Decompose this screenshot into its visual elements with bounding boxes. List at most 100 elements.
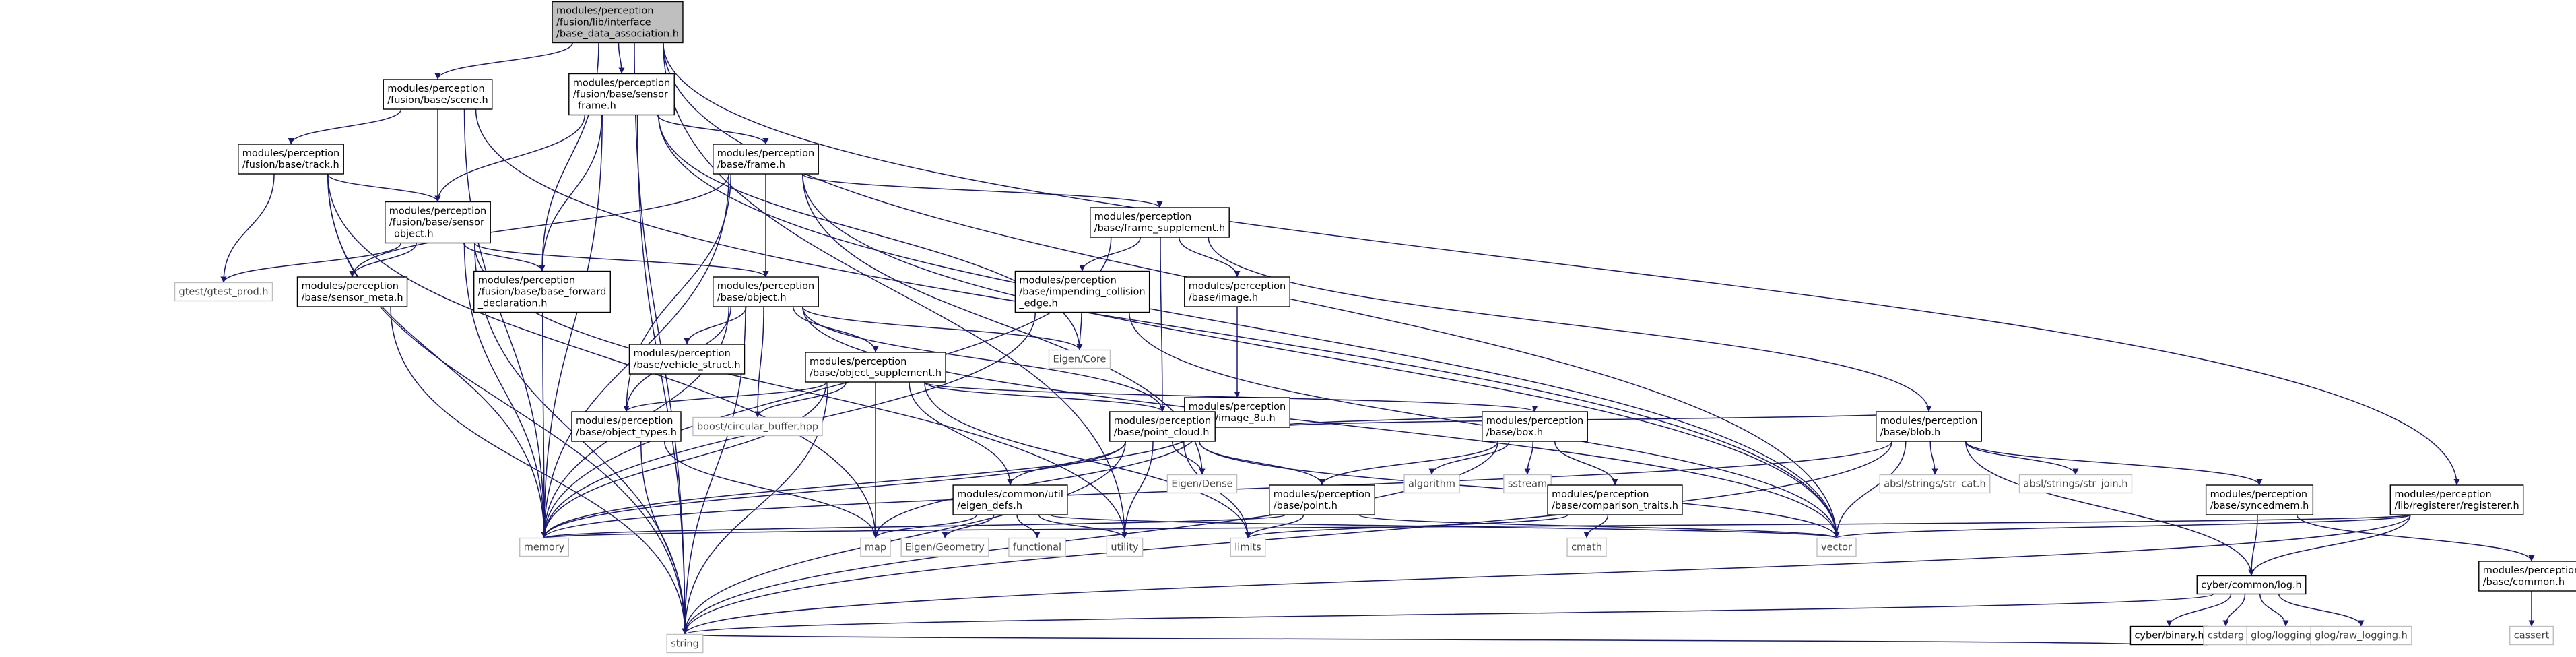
- node-object-types[interactable]: modules/perception/base/object_types.h: [571, 411, 682, 442]
- node-box: [2203, 625, 2249, 646]
- edge-line: [663, 42, 2460, 486]
- node-frame-supplement[interactable]: modules/perception/base/frame_supplement…: [1090, 207, 1230, 238]
- node-object-supplement[interactable]: modules/perception/base/object_supplemen…: [805, 352, 946, 383]
- node-label-line: absl/strings/str_join.h: [2024, 479, 2128, 490]
- edge-blob-to-vector: [1833, 441, 1907, 538]
- edge-line: [541, 312, 548, 538]
- edge-impending-to-eigen-core: [1076, 312, 1083, 350]
- edge-line: [623, 381, 827, 412]
- node-label-line: /base/blob.h: [1880, 427, 1940, 438]
- edge-eigen-defs-to-eigen-geometry: [942, 514, 995, 538]
- edge-line: [684, 633, 2143, 646]
- node-binary[interactable]: cyber/binary.h: [2129, 625, 2209, 646]
- edge-line: [634, 42, 688, 635]
- node-label-line: modules/perception: [1094, 212, 1191, 222]
- edge-line: [220, 173, 275, 283]
- edge-line: [390, 306, 688, 635]
- node-root[interactable]: modules/perception/fusion/lib/interface/…: [552, 1, 684, 44]
- node-perception-common[interactable]: modules/perception/base/common.h: [2478, 561, 2576, 592]
- node-label-line: /base/syncedmem.h: [2210, 501, 2309, 511]
- edge-line: [541, 115, 603, 538]
- node-image[interactable]: modules/perception/base/image.h: [1184, 276, 1290, 307]
- node-label-line: modules/perception: [1552, 489, 1649, 500]
- edge-point-cloud-to-utility: [1121, 441, 1154, 538]
- node-comparison-traits[interactable]: modules/perception/base/comparison_trait…: [1547, 484, 1683, 515]
- node-vehicle-struct[interactable]: modules/perception/base/vehicle_struct.h: [628, 344, 746, 375]
- node-box[interactable]: modules/perception/base/box.h: [1482, 411, 1588, 442]
- edge-line: [541, 514, 2411, 539]
- edge-image-8u-to-blob: [1274, 411, 1931, 428]
- edge-box-to-sstream: [1524, 441, 1533, 475]
- node-label-line: modules/perception: [389, 206, 486, 217]
- edge-line: [1929, 441, 1938, 475]
- node-box: [1184, 276, 1290, 307]
- edge-sensor-frame-to-memory: [541, 115, 603, 538]
- node-box: [1048, 349, 1111, 369]
- edge-line: [793, 306, 879, 353]
- edge-line: [1208, 237, 1932, 412]
- edge-line: [924, 381, 1538, 412]
- edge-root-to-registerer: [663, 42, 2460, 486]
- node-box: [1008, 537, 1066, 557]
- node-memory: memory: [519, 537, 569, 557]
- edge-line: [327, 173, 688, 635]
- node-label-line: boost/circular_buffer.hpp: [697, 422, 818, 433]
- edge-sensor-object-to-sensor-meta: [349, 243, 417, 278]
- node-registerer[interactable]: modules/perception/lib/registerer/regist…: [2389, 484, 2524, 515]
- edge-object-supplement-to-eigen-defs: [909, 381, 1014, 486]
- node-label-line: Eigen/Dense: [1171, 479, 1232, 490]
- node-label-line: modules/perception: [2483, 565, 2576, 576]
- edge-frame-to-vector: [802, 173, 1840, 538]
- node-point-cloud[interactable]: modules/perception/base/point_cloud.h: [1109, 411, 1216, 442]
- node-label-line: /fusion/base/base_forward: [478, 287, 607, 298]
- node-map: map: [860, 537, 891, 557]
- node-syncedmem[interactable]: modules/perception/base/syncedmem.h: [2205, 484, 2314, 515]
- edge-sensor-frame-to-frame: [657, 115, 769, 145]
- node-sensor-meta[interactable]: modules/perception/base/sensor_meta.h: [296, 276, 408, 307]
- edge-line: [942, 514, 995, 538]
- node-box: [296, 276, 408, 307]
- edge-box-to-point: [1319, 441, 1498, 486]
- nodes-layer: modules/perception/fusion/lib/interface/…: [174, 1, 2576, 654]
- edge-line: [1965, 441, 2263, 486]
- edge-line: [663, 42, 1128, 538]
- edge-object-types-to-map: [663, 441, 879, 538]
- edge-point-to-memory: [541, 514, 1286, 539]
- node-frame[interactable]: modules/perception/base/frame.h: [713, 144, 819, 175]
- edge-frame-supplement-to-impending: [1079, 237, 1141, 272]
- edge-line: [327, 173, 879, 538]
- edge-sensor-frame-to-sensor-object: [434, 115, 586, 202]
- edge-frame-supplement-to-blob: [1208, 237, 1932, 412]
- node-blob[interactable]: modules/perception/base/blob.h: [1876, 411, 1982, 442]
- node-log[interactable]: cyber/common/log.h: [2196, 575, 2307, 595]
- node-label-line: /base/point.h: [1274, 501, 1337, 511]
- edge-sensor-object-to-fwd-decl: [463, 243, 546, 272]
- node-scene[interactable]: modules/perception/fusion/base/scene.h: [383, 79, 493, 110]
- node-eigen-dense: Eigen/Dense: [1166, 474, 1238, 494]
- edge-root-to-scene: [434, 42, 573, 80]
- edge-box-to-algorithm: [1428, 441, 1510, 475]
- node-fwd-decl[interactable]: modules/perception/fusion/base/base_forw…: [473, 270, 611, 313]
- node-sensor-frame[interactable]: modules/perception/fusion/base/sensor_fr…: [568, 73, 675, 116]
- node-box: [666, 633, 704, 654]
- node-label-line: modules/perception: [556, 6, 653, 17]
- node-point[interactable]: modules/perception/base/point.h: [1269, 484, 1375, 515]
- node-label-line: modules/perception: [301, 281, 398, 292]
- node-eigen-geometry: Eigen/Geometry: [900, 537, 989, 557]
- node-box: [2389, 484, 2524, 515]
- node-box: [628, 344, 746, 375]
- node-track[interactable]: modules/perception/fusion/base/track.h: [238, 144, 344, 175]
- node-label-line: /base/vehicle_struct.h: [633, 360, 740, 371]
- node-label-line: /fusion/base/scene.h: [387, 95, 488, 106]
- node-label-line: cyber/common/log.h: [2201, 580, 2301, 591]
- node-label-line: /base/object_supplement.h: [810, 368, 942, 379]
- node-eigen-defs[interactable]: modules/common/util/eigen_defs.h: [952, 484, 1068, 515]
- node-label-line: /base/object_types.h: [576, 427, 677, 438]
- edge-line: [473, 242, 769, 278]
- node-sensor-object[interactable]: modules/perception/fusion/base/sensor_ob…: [385, 201, 491, 244]
- node-label-line: _edge.h: [1018, 299, 1057, 309]
- node-object[interactable]: modules/perception/base/object.h: [713, 276, 819, 307]
- edge-binary-to-string: [684, 633, 2143, 646]
- node-impending[interactable]: modules/perception/base/impending_collis…: [1014, 270, 1150, 313]
- edge-registerer-to-vector: [1833, 514, 2411, 539]
